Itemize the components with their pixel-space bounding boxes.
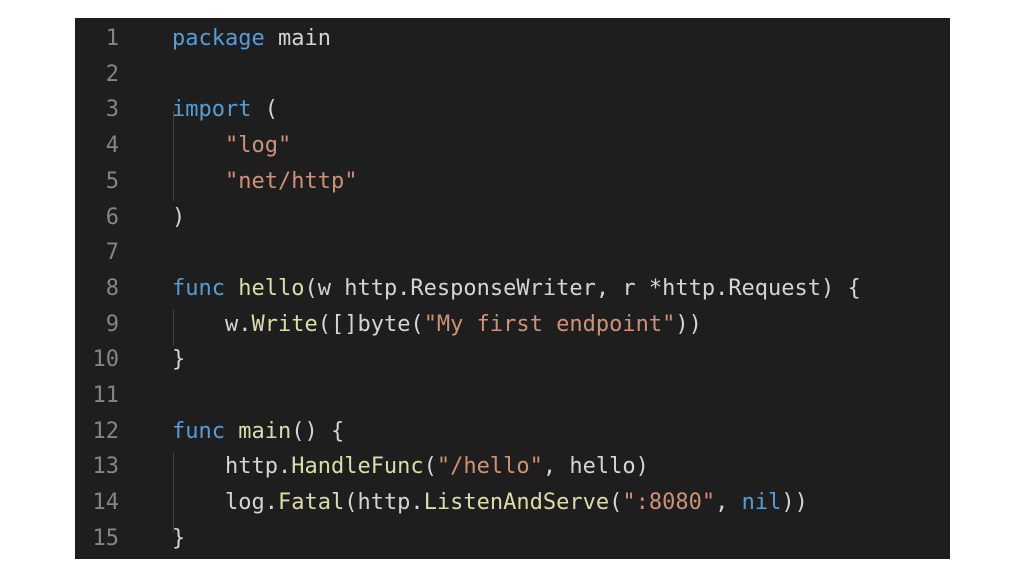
indent <box>172 490 225 515</box>
line-number: 7 <box>105 240 119 266</box>
indent <box>172 312 225 337</box>
code-text: http.HandleFunc("/hello", hello) <box>172 449 649 485</box>
line-number: 6 <box>105 204 119 230</box>
code-token <box>225 276 238 301</box>
indent <box>172 169 225 194</box>
code-text: import ( <box>172 92 278 128</box>
indent <box>172 133 225 158</box>
line-number: 4 <box>105 133 119 159</box>
code-token: main <box>238 418 292 444</box>
code-text: ) <box>172 200 185 236</box>
code-token: ([]byte( <box>317 311 424 337</box>
code-token: Fatal <box>277 490 345 516</box>
code-token: Write <box>251 311 318 337</box>
line-number: 3 <box>105 97 119 123</box>
code-token: "My first endpoint" <box>423 311 676 337</box>
line-number: 8 <box>105 275 119 301</box>
code-token: } <box>172 347 186 373</box>
code-token: nil <box>741 490 782 516</box>
code-token: ( <box>423 454 437 480</box>
code-token: ListenAndServe <box>423 490 610 516</box>
line-number: 11 <box>92 383 120 408</box>
code-token: package <box>172 26 265 51</box>
code-text: "log" <box>172 128 291 164</box>
code-token: HandleFunc <box>291 454 424 480</box>
code-token: () { <box>291 418 345 444</box>
indent-guide <box>173 453 174 533</box>
code-token: main <box>264 26 331 51</box>
code-text: } <box>172 521 185 557</box>
code-token: "net/http" <box>224 168 358 194</box>
code-token: func <box>172 418 225 444</box>
code-token: http. <box>224 454 292 480</box>
line-number: 14 <box>92 490 120 516</box>
code-token: )) <box>675 311 702 337</box>
indent <box>172 454 225 479</box>
line-number: 2 <box>105 61 119 87</box>
code-token: ) <box>172 204 186 230</box>
line-number: 10 <box>92 347 120 373</box>
indent-guide <box>173 310 174 346</box>
indent-guide <box>173 111 174 201</box>
code-text: w.Write([]byte("My first endpoint")) <box>172 307 702 343</box>
code-token: hello <box>238 275 305 301</box>
code-text: func hello(w http.ResponseWriter, r *htt… <box>172 271 861 307</box>
code-text: } <box>172 342 185 378</box>
code-text: "net/http" <box>172 164 357 200</box>
code-token: ":8080" <box>622 490 716 516</box>
code-token <box>225 419 238 444</box>
code-text: package main <box>172 21 331 57</box>
code-token: "/hello" <box>436 454 543 480</box>
line-number: 9 <box>105 311 119 337</box>
line-number: 13 <box>92 454 120 480</box>
code-token: )) <box>781 490 808 516</box>
code-token: , hello) <box>542 454 649 480</box>
code-token: log. <box>224 490 278 516</box>
code-text: log.Fatal(http.ListenAndServe(":8080", n… <box>172 485 808 521</box>
line-number: 5 <box>105 168 119 194</box>
line-number: 12 <box>92 418 120 444</box>
code-token: ( <box>609 490 623 516</box>
code-token: } <box>172 525 186 551</box>
code-token: import <box>172 97 252 123</box>
line-number: 15 <box>92 525 120 551</box>
code-token: func <box>172 275 225 301</box>
code-token: ( <box>251 97 278 123</box>
code-token: "log" <box>224 133 292 159</box>
line-number: 1 <box>105 26 119 51</box>
code-token: (http. <box>344 490 424 516</box>
code-token: , <box>715 490 742 516</box>
code-token: w. <box>224 311 252 337</box>
code-text: func main() { <box>172 414 344 450</box>
code-token: (w http.ResponseWriter, r *http.Request)… <box>304 275 861 301</box>
